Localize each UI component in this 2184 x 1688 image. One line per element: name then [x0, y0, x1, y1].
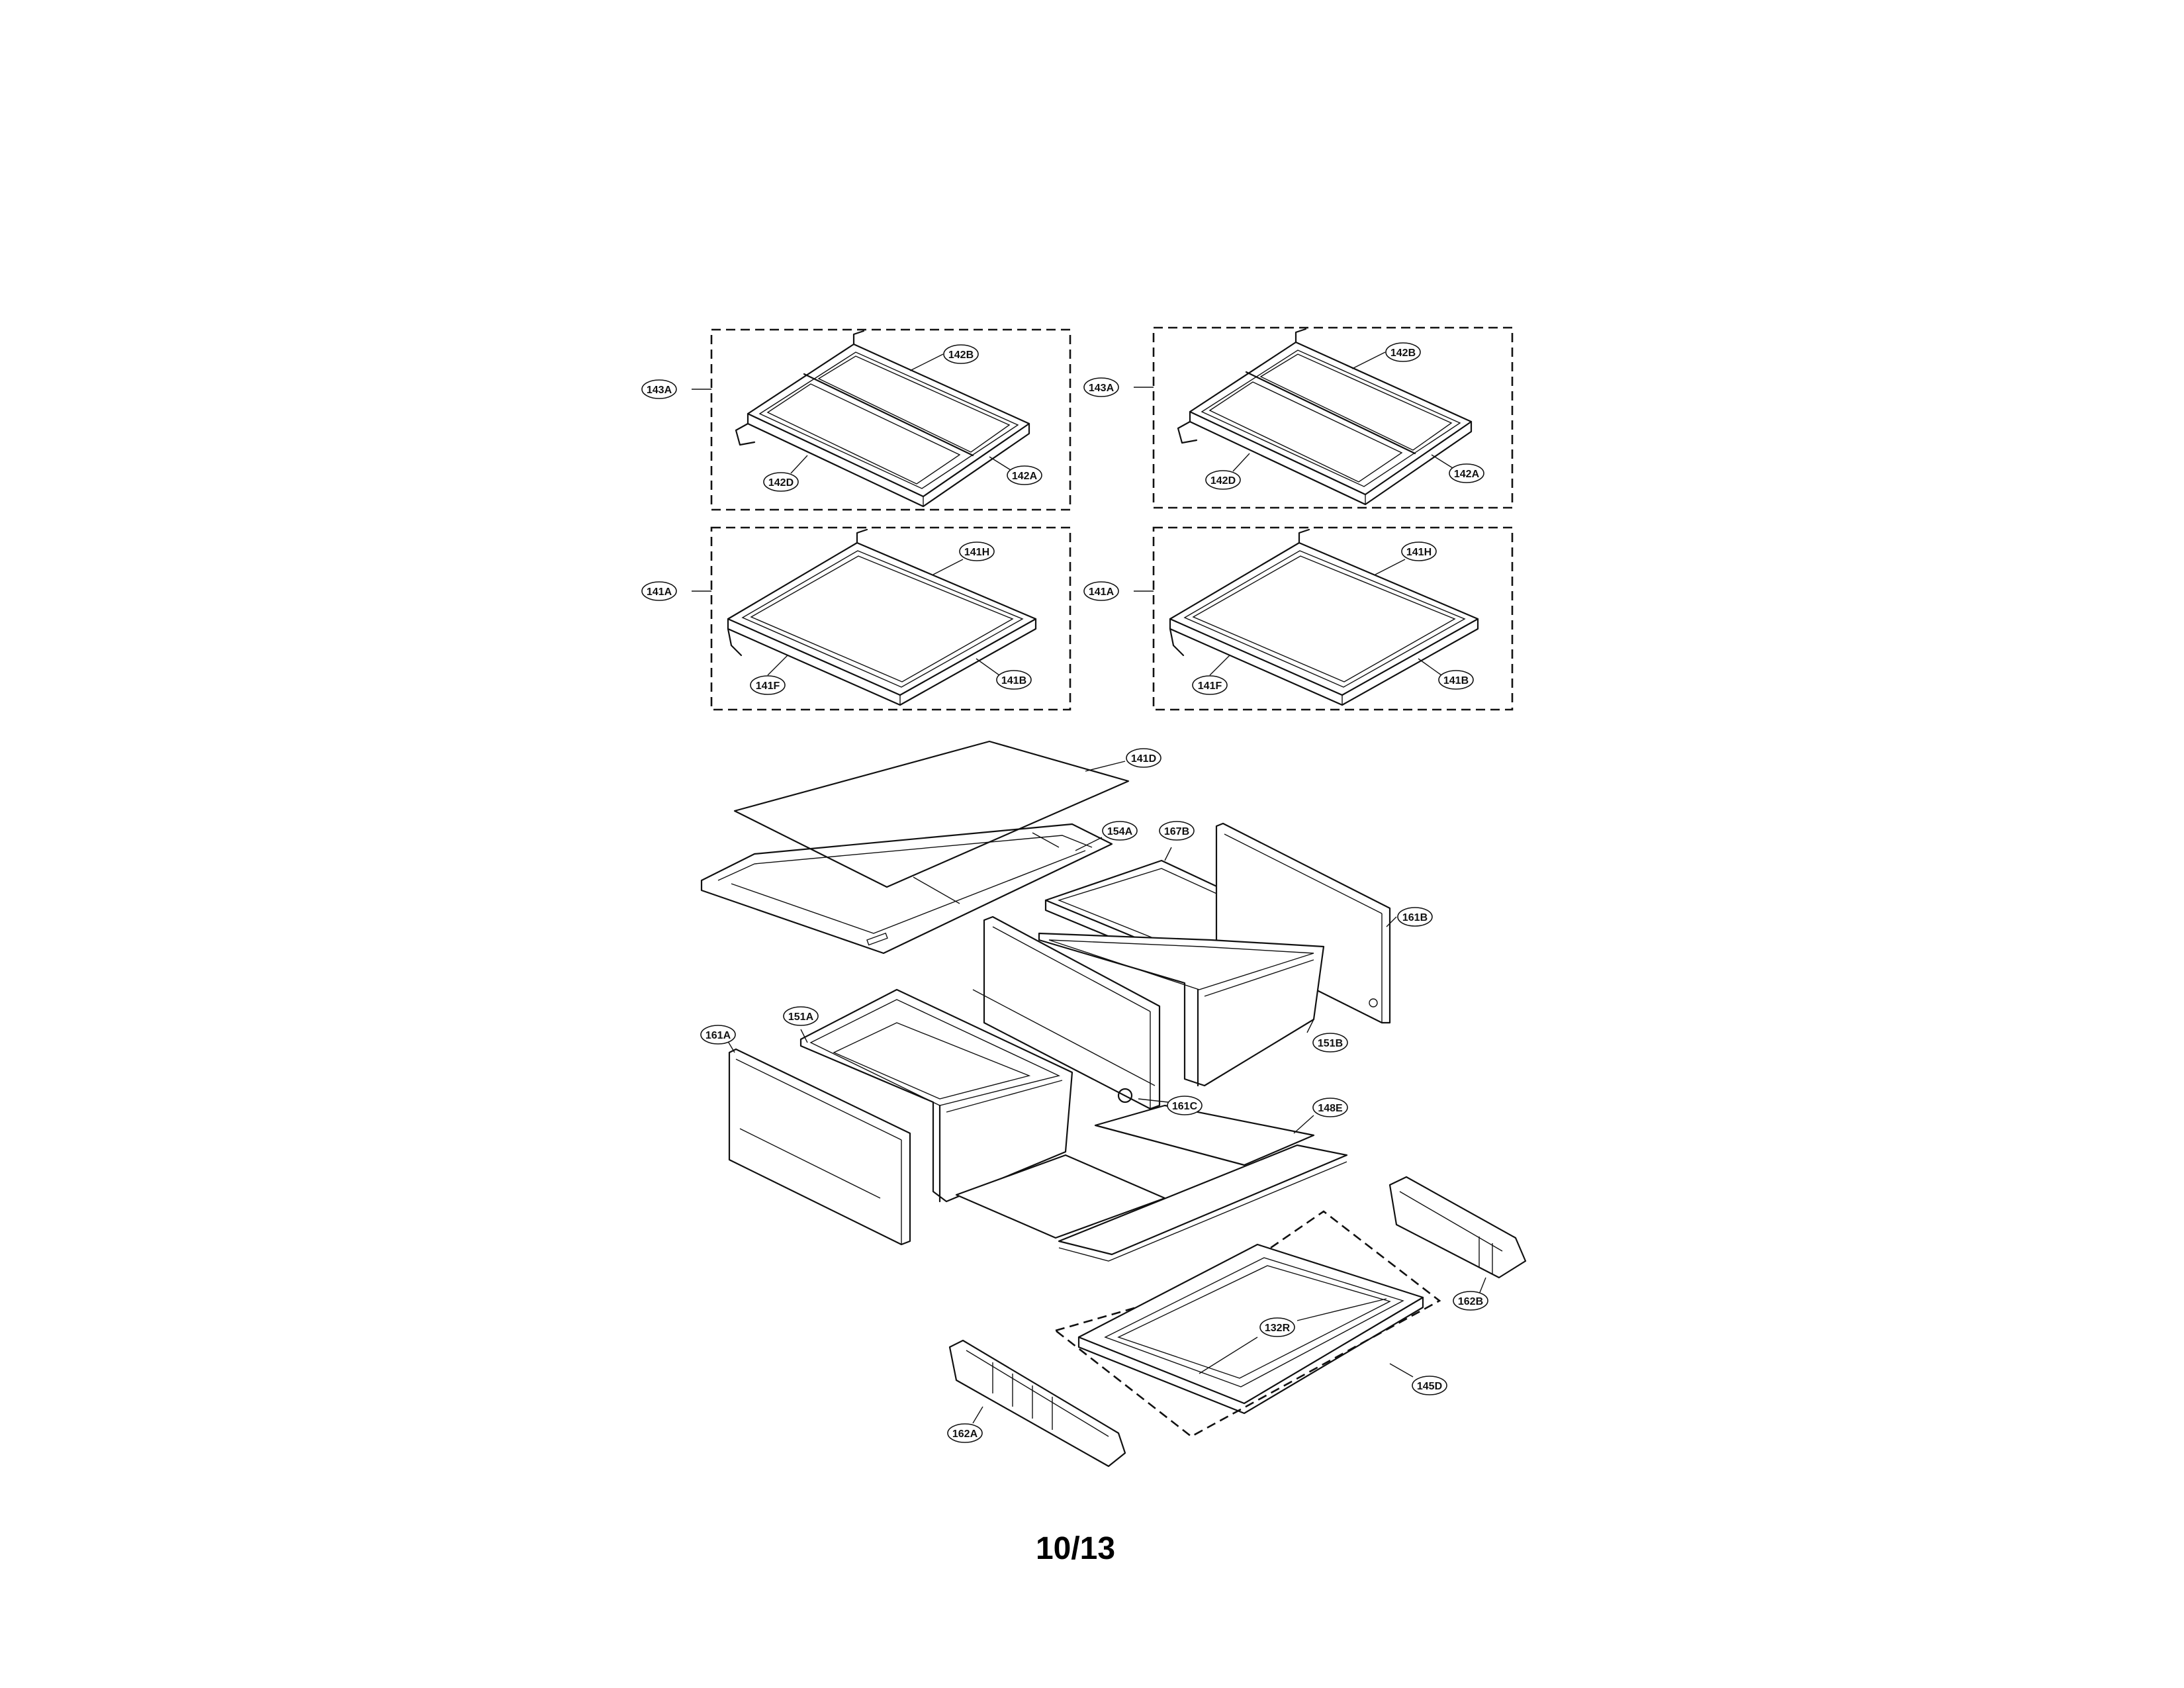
callout-167B-label: 167B [1164, 826, 1189, 837]
callout-141B-right: 141B [1438, 670, 1474, 690]
callout-161C-label: 161C [1172, 1101, 1198, 1112]
side-rail-161A [726, 1039, 911, 1246]
callout-143A-left: 143A [641, 379, 677, 399]
callout-labels: 143A 142B 142D 142A 143A 142B 142D 142 [641, 342, 1488, 1443]
callout-162B-label: 162B [1458, 1296, 1483, 1307]
callout-142A-left: 142A [1007, 465, 1042, 485]
callout-151B: 151B [1312, 1033, 1348, 1053]
callout-161B-label: 161B [1402, 912, 1428, 923]
callout-141D-label: 141D [1131, 753, 1156, 765]
callout-141A-left: 141A [641, 581, 677, 601]
callout-154A: 154A [1102, 821, 1138, 841]
callout-141A-left-label: 141A [647, 586, 672, 598]
callout-151A: 151A [783, 1006, 819, 1026]
callout-145D-label: 145D [1417, 1381, 1442, 1392]
callout-141D: 141D [1126, 748, 1161, 768]
callout-141H-left: 141H [959, 541, 995, 561]
callout-142B-right-label: 142B [1390, 348, 1416, 359]
callout-154A-label: 154A [1107, 826, 1133, 837]
callout-142A-right: 142A [1449, 463, 1484, 483]
crisper-support-162B [1388, 1176, 1527, 1295]
callout-141F-right: 141F [1192, 675, 1228, 695]
cover-glass-141D [733, 740, 1130, 888]
callout-141H-right: 141H [1401, 541, 1437, 561]
callout-161A-label: 161A [705, 1030, 731, 1041]
shelf-assembly-143A-right [1134, 326, 1514, 509]
callout-142A-right-label: 142A [1454, 469, 1480, 480]
callout-141A-right-label: 141A [1089, 586, 1115, 598]
shelf-assembly-141A-left [692, 526, 1071, 711]
callout-143A-left-label: 143A [647, 385, 672, 396]
center-divider-161C [972, 915, 1169, 1110]
crisper-support-162A [948, 1339, 1126, 1468]
callout-162A: 162A [947, 1423, 983, 1443]
callout-142D-left: 142D [763, 472, 799, 492]
page-number: 10/13 [1036, 1531, 1115, 1566]
callout-161B: 161B [1397, 907, 1433, 927]
callout-132R-label: 132R [1265, 1323, 1291, 1334]
callout-142D-left-label: 142D [768, 477, 794, 489]
callout-143A-right-label: 143A [1089, 383, 1115, 394]
bottom-panel-148E [955, 1104, 1348, 1262]
callout-148E-label: 148E [1318, 1103, 1343, 1114]
callout-141H-right-label: 141H [1406, 547, 1432, 558]
callout-148E: 148E [1312, 1098, 1348, 1117]
callout-142A-left-label: 142A [1012, 471, 1038, 482]
drawer-tray-145D [1054, 1210, 1441, 1438]
crisper-drawer-151B [1038, 932, 1325, 1087]
callout-141F-right-label: 141F [1198, 680, 1222, 692]
callout-151B-label: 151B [1318, 1038, 1343, 1049]
callout-141B-right-label: 141B [1443, 675, 1469, 686]
callout-161C: 161C [1167, 1096, 1203, 1115]
callout-142D-right-label: 142D [1210, 475, 1236, 487]
callout-151A-label: 151A [788, 1011, 814, 1023]
callout-142B-right: 142B [1385, 342, 1421, 362]
crisper-cover-frame-154A [700, 823, 1113, 955]
callout-142B-left: 142B [943, 344, 979, 364]
callout-141A-right: 141A [1083, 581, 1119, 601]
callout-132R: 132R [1259, 1317, 1295, 1337]
callout-141B-left: 141B [996, 670, 1032, 690]
callout-145D: 145D [1412, 1376, 1447, 1395]
callout-141F-left-label: 141F [756, 680, 780, 692]
callout-142B-left-label: 142B [948, 350, 974, 361]
callout-161A: 161A [700, 1025, 736, 1045]
callout-141B-left-label: 141B [1001, 675, 1026, 686]
callout-141H-left-label: 141H [964, 547, 989, 558]
callout-167B: 167B [1159, 821, 1195, 841]
callout-162B: 162B [1453, 1291, 1488, 1311]
callout-141F-left: 141F [750, 675, 786, 695]
shelf-assembly-141A-right [1134, 526, 1514, 711]
callout-162A-label: 162A [952, 1429, 978, 1440]
callout-143A-right: 143A [1083, 377, 1119, 397]
crisper-drawer-151A [799, 988, 1073, 1203]
callout-142D-right: 142D [1205, 470, 1241, 490]
